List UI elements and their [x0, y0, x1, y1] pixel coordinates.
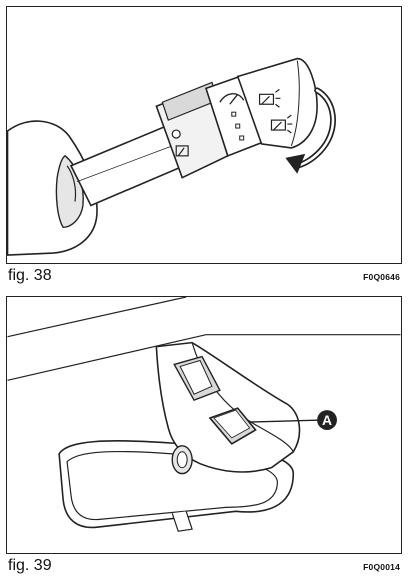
- mirror-illustration: A: [7, 297, 401, 532]
- rotation-arrowhead: [285, 153, 306, 174]
- callout-label-a: A: [322, 412, 332, 428]
- stalk-end-knob-seam: [290, 60, 300, 147]
- headliner-line-1: [7, 297, 187, 338]
- stalk-end-knob: [236, 57, 318, 149]
- wiper-icon: [219, 93, 245, 105]
- rotary-ring-marks: [231, 111, 245, 141]
- front-wiper-symbol-icon: [175, 145, 189, 157]
- stalk-shaft-shade: [76, 145, 173, 183]
- callout-badge: [317, 410, 337, 430]
- figure-39-frame: A: [6, 296, 402, 554]
- figure-39-caption: fig. 39: [8, 557, 52, 574]
- mount-light-inner: [179, 359, 213, 395]
- mirror-button-face: [213, 409, 251, 439]
- figure-38-frame: [6, 6, 402, 264]
- figure-38-caption: fig. 38: [8, 267, 52, 284]
- rotation-arrow-inner: [295, 89, 335, 168]
- mirror-pivot-inner: [176, 451, 188, 469]
- rear-washer-icon: [258, 88, 281, 108]
- callout-leader: [249, 419, 322, 423]
- stalk-indicator-dot: [171, 129, 181, 139]
- mirror-bottom-clip: [171, 511, 193, 532]
- headliner-line-2: [7, 334, 401, 381]
- figure-39-code: F0Q0014: [363, 562, 400, 572]
- column-shroud-ring: [66, 165, 77, 202]
- figure-38-code: F0Q0646: [363, 272, 400, 282]
- rear-wiper-icon: [270, 114, 293, 134]
- wiper-stalk-illustration: [7, 57, 336, 256]
